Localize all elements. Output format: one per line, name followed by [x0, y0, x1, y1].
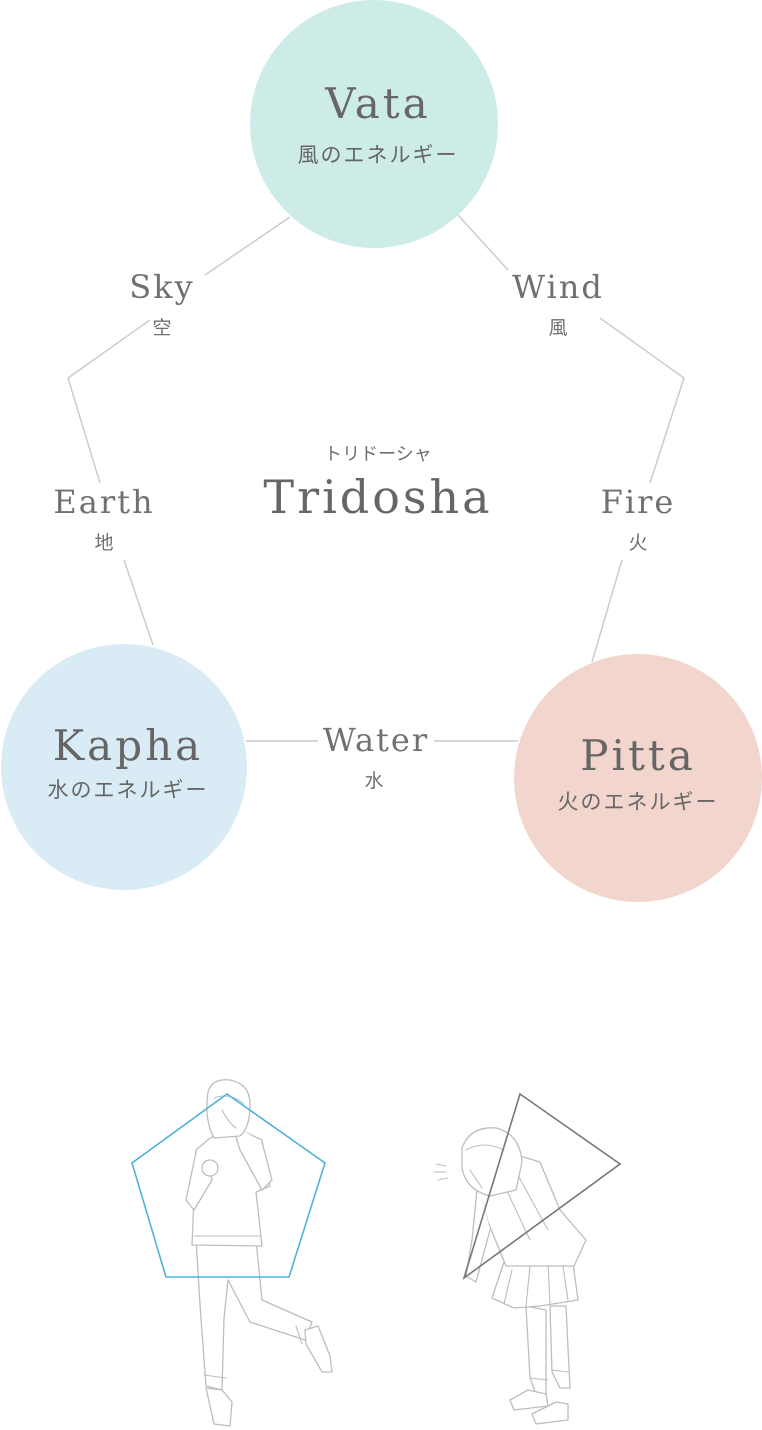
- edge-corner-wind: [599, 317, 685, 379]
- kapha-subtitle: 水のエネルギー: [48, 778, 209, 802]
- edge-corner-earth: [67, 377, 101, 484]
- element-earth-jp: 地: [94, 532, 113, 554]
- center-title: Tridosha: [263, 470, 492, 524]
- bowing-figure-illustration: [433, 1092, 622, 1425]
- edge-sky-corner: [67, 319, 151, 379]
- edge-wind-vata: [457, 214, 509, 271]
- element-earth-en: Earth: [53, 483, 154, 521]
- element-fire-en: Fire: [601, 483, 676, 521]
- kapha-circle: [1, 644, 247, 890]
- vata-name: Vata: [324, 79, 430, 128]
- edge-fire-corner: [649, 377, 685, 484]
- element-sky-en: Sky: [129, 268, 194, 306]
- edge-earth-kapha: [123, 559, 154, 646]
- vata-subtitle: 風のエネルギー: [298, 143, 459, 167]
- element-wind-jp: 風: [548, 317, 567, 339]
- element-water-jp: 水: [364, 770, 383, 792]
- pentagon-shape: [131, 1093, 326, 1278]
- element-wind-en: Wind: [512, 268, 604, 306]
- standing-figure-illustration: [131, 1079, 333, 1427]
- pitta-circle: [514, 654, 762, 902]
- pitta-name: Pitta: [580, 731, 696, 780]
- edge-pitta-fire: [591, 559, 623, 663]
- kapha-name: Kapha: [53, 721, 203, 770]
- center-reading: トリドーシャ: [324, 444, 432, 465]
- sound-marks-icon: [433, 1163, 449, 1181]
- triangle-shape: [462, 1092, 622, 1281]
- vata-circle: [250, 0, 498, 248]
- element-fire-jp: 火: [628, 532, 647, 554]
- element-sky-jp: 空: [152, 317, 171, 339]
- element-water-en: Water: [323, 721, 429, 759]
- hand-icon: [201, 1159, 219, 1177]
- pitta-subtitle: 火のエネルギー: [558, 790, 719, 814]
- edge-vata-sky: [204, 216, 291, 276]
